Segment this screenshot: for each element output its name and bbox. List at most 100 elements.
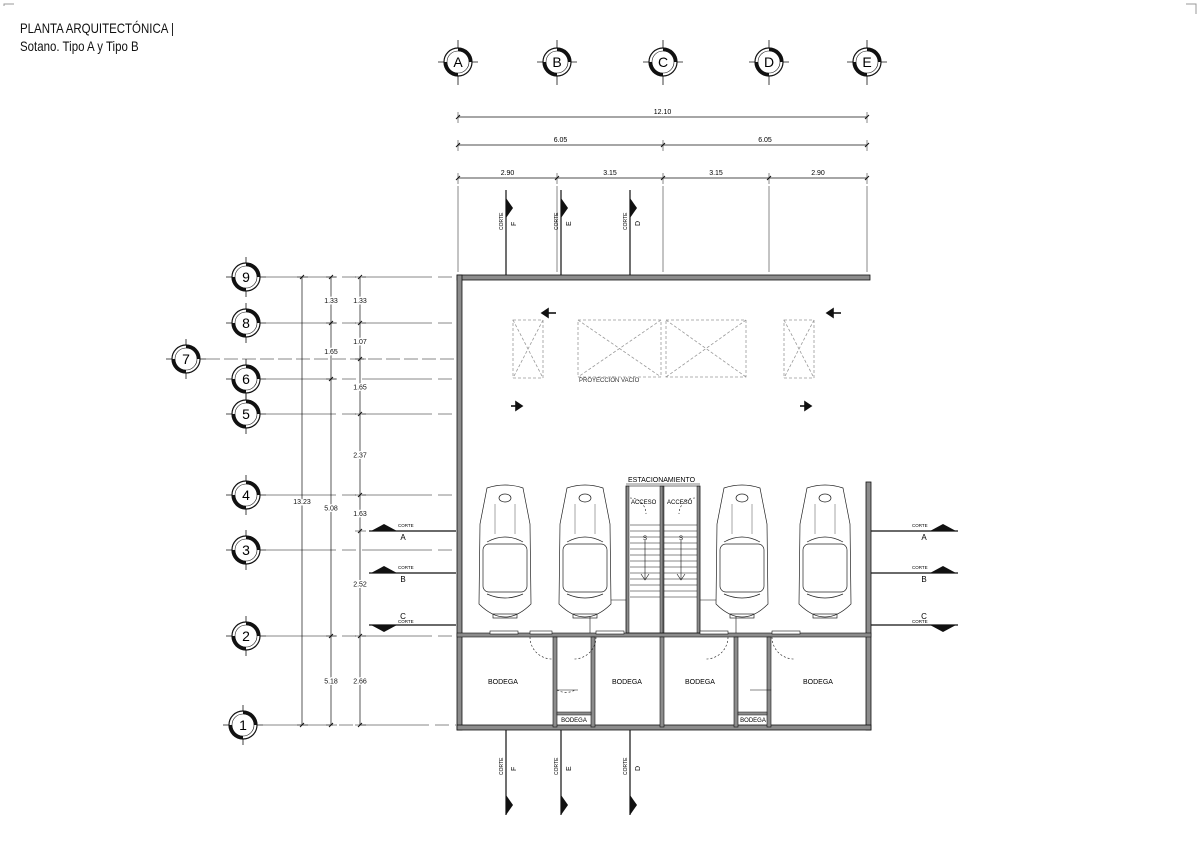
dim-top-half-label: 6.05 xyxy=(758,137,772,144)
section-letter: A xyxy=(400,533,406,542)
corte-word: CORTE xyxy=(499,757,505,775)
dim-left-inner-label: 1.33 xyxy=(353,298,367,305)
section-mark-b-right: CORTE B xyxy=(871,565,958,584)
corte-word: CORTE xyxy=(912,619,928,624)
grid-bubble-label: 5 xyxy=(242,406,250,422)
section-letter: B xyxy=(400,575,405,584)
grid-bubble-label: 7 xyxy=(182,351,190,367)
grid-column-d: D xyxy=(754,47,784,77)
grid-row-3: 3 xyxy=(231,535,261,565)
drawing-subtitle: Sotano. Tipo A y Tipo B xyxy=(20,37,139,54)
grid-bubble-label: C xyxy=(658,54,668,70)
stair-label-right: S xyxy=(679,536,683,542)
section-letter: F xyxy=(511,222,518,226)
wall-top xyxy=(456,274,871,281)
void-label: PROYECCIÓN VACÍO xyxy=(579,377,640,384)
wall-right xyxy=(865,481,872,731)
section-letter: B xyxy=(921,575,926,584)
grid-bubble-label: B xyxy=(552,54,561,70)
wall-partition xyxy=(766,636,772,728)
dim-left-mid-label: 1.65 xyxy=(324,349,338,356)
dim-left-inner-label: 1.63 xyxy=(353,511,367,518)
section-letter: E xyxy=(566,766,573,771)
section-mark-f-top: CORTE F xyxy=(499,190,518,275)
corte-word: CORTE xyxy=(554,757,560,775)
access-label-left: ACCESO xyxy=(631,500,657,506)
grid-bubble-label: 1 xyxy=(239,717,247,733)
section-letter: C xyxy=(400,612,406,621)
circulation-arrows xyxy=(511,307,841,412)
small-storage-label-2: BODEGA xyxy=(740,718,766,724)
grid-row-6: 6 xyxy=(231,364,261,394)
wall-partition xyxy=(552,636,558,728)
corte-word: CORTE xyxy=(398,619,414,624)
storage-label-2: BODEGA xyxy=(612,679,642,686)
section-letter: D xyxy=(635,766,642,771)
dim-left-total-label: 13.23 xyxy=(293,499,311,506)
grid-row-4: 4 xyxy=(231,480,261,510)
grid-row-5: 5 xyxy=(231,399,261,429)
corte-word: CORTE xyxy=(912,523,928,528)
car-2 xyxy=(558,484,612,619)
car-1 xyxy=(478,484,532,619)
wall-partition xyxy=(737,711,768,716)
section-letter: A xyxy=(921,533,927,542)
section-letter: C xyxy=(921,612,927,621)
corte-word: CORTE xyxy=(499,212,505,230)
grid-column-e: E xyxy=(852,47,882,77)
section-mark-d-top: CORTE D xyxy=(623,190,642,275)
parking-cars xyxy=(478,484,852,619)
grid-bubble-label: 4 xyxy=(242,487,250,503)
corte-word: CORTE xyxy=(623,212,629,230)
dim-top-bay-label: 2.90 xyxy=(811,170,825,177)
storage-label-3: BODEGA xyxy=(685,679,715,686)
wall-partition xyxy=(733,636,739,728)
grid-bubble-label: 3 xyxy=(242,542,250,558)
dim-top-bay-label: 3.15 xyxy=(709,170,723,177)
stair-wall xyxy=(659,485,665,634)
corte-word: CORTE xyxy=(912,565,928,570)
section-letter: E xyxy=(566,221,573,226)
grid-bubble-label: 9 xyxy=(242,269,250,285)
dim-top-bay-label: 3.15 xyxy=(603,170,617,177)
corte-word: CORTE xyxy=(398,565,414,570)
small-storage-label-1: BODEGA xyxy=(561,718,587,724)
dim-left-inner-label: 2.66 xyxy=(353,679,367,686)
grid-column-c: C xyxy=(648,47,678,77)
dim-left-inner-label: 1.65 xyxy=(353,385,367,392)
dim-left-inner-label: 2.37 xyxy=(353,453,367,460)
grid-row-8: 8 xyxy=(231,308,261,338)
wall-partition xyxy=(556,711,592,716)
stairs xyxy=(589,485,737,634)
title-block: PLANTA ARQUITECTÓNICA | Sotano. Tipo A y… xyxy=(20,20,208,55)
wall-left xyxy=(456,274,463,731)
building-walls xyxy=(456,274,872,731)
grid-row-9: 9 xyxy=(231,262,261,292)
section-mark-b-left: CORTE B xyxy=(369,565,456,584)
section-letter: D xyxy=(635,221,642,226)
dim-top-total-label: 12.10 xyxy=(654,109,672,116)
dim-left-mid-label: 1.33 xyxy=(324,298,338,305)
sheet-corner-mark xyxy=(3,3,14,6)
grid-column-b: B xyxy=(542,47,572,77)
parking-label: ESTACIONAMIENTO xyxy=(628,477,696,484)
access-label-right: ACCESO xyxy=(667,500,693,506)
left-dimension-chains: 13.231.331.655.085.181.331.071.652.371.6… xyxy=(292,274,368,728)
wall-partition xyxy=(590,636,596,728)
grid-row-7: 7 xyxy=(171,344,201,374)
wall-partition xyxy=(659,636,665,728)
dim-top-bay-label: 2.90 xyxy=(501,170,515,177)
storage-doors xyxy=(489,630,801,693)
grid-bubble-label: D xyxy=(764,54,774,70)
dim-left-mid-label: 5.18 xyxy=(324,679,338,686)
section-mark-e-bottom: CORTE E xyxy=(554,730,573,815)
